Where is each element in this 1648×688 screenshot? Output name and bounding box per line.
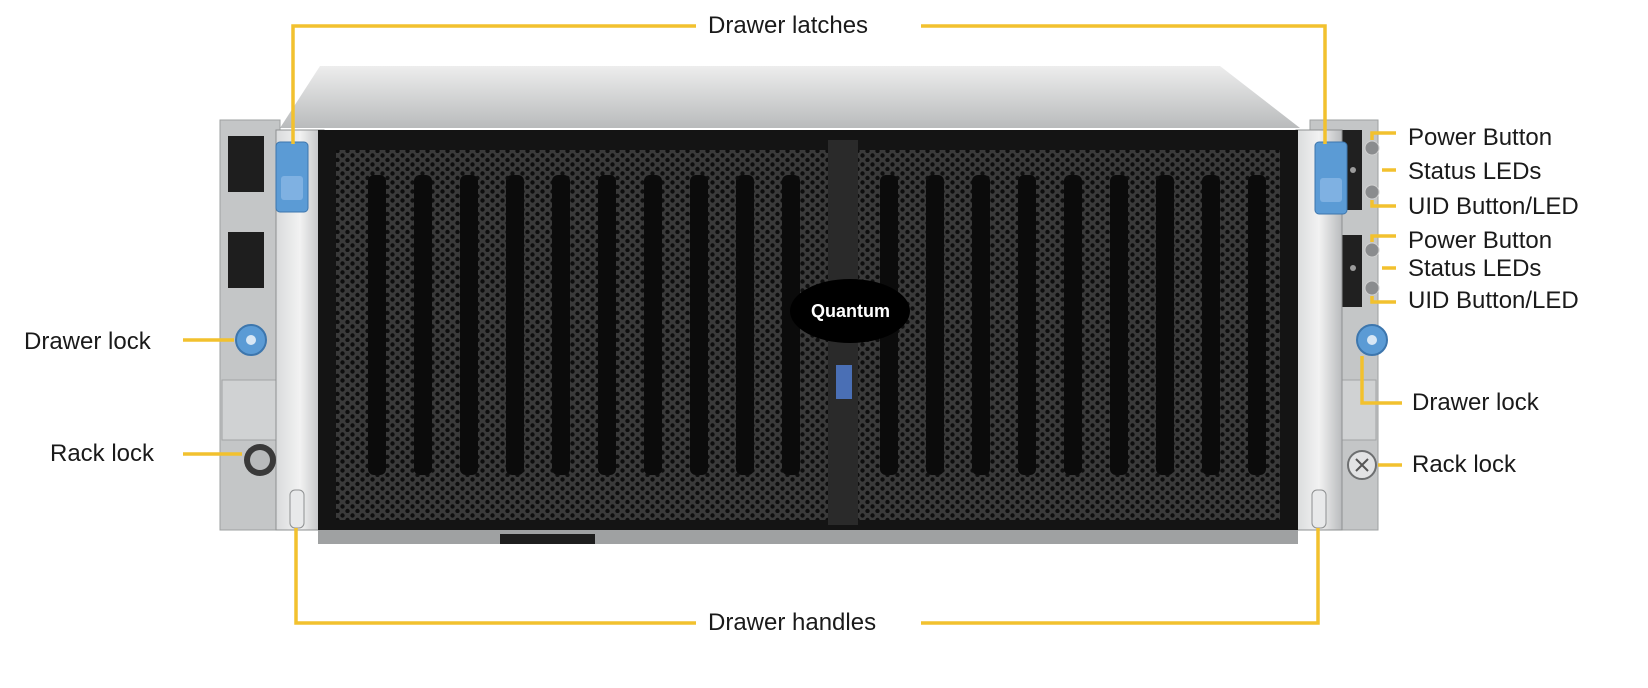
callout-node2-uid-button: UID Button/LED	[1408, 287, 1579, 314]
callout-drawer-latches: Drawer latches	[708, 12, 869, 39]
callout-node1-uid-button: UID Button/LED	[1408, 193, 1579, 220]
callout-drawer-handles: Drawer handles	[708, 609, 877, 636]
node2-power-button[interactable]	[1364, 242, 1380, 258]
node2-uid-button[interactable]	[1364, 280, 1380, 296]
drawer-latch-right[interactable]	[1314, 141, 1348, 215]
rack-lock-left[interactable]	[244, 444, 276, 476]
drive-bays	[368, 175, 1266, 475]
brand-logo-text: Quantum	[811, 301, 890, 321]
callout-node1-status-leds: Status LEDs	[1408, 158, 1542, 185]
callout-node2-status-leds: Status LEDs	[1408, 255, 1542, 282]
rack-lock-right[interactable]	[1347, 450, 1377, 480]
drawer-latch-left[interactable]	[275, 141, 309, 213]
leader-lines	[183, 24, 1402, 625]
callout-node2-power-button: Power Button	[1408, 227, 1553, 254]
callout-rack-lock-left: Rack lock	[50, 440, 155, 467]
node1-controls	[1350, 140, 1380, 200]
drawer-handle-right[interactable]	[1311, 489, 1327, 529]
node2-status-leds	[1350, 265, 1356, 271]
callout-node1-power-button: Power Button	[1408, 124, 1553, 151]
drawer-lock-left[interactable]	[235, 324, 267, 356]
callout-drawer-lock-right: Drawer lock	[1412, 389, 1539, 416]
node2-controls	[1350, 242, 1380, 296]
drawer-handle-left[interactable]	[289, 489, 305, 529]
left-ear	[219, 119, 281, 531]
chassis-bottom	[318, 530, 1298, 544]
node1-power-button[interactable]	[1364, 140, 1380, 156]
callout-drawer-lock-left: Drawer lock	[24, 328, 151, 355]
brand-logo-badge	[790, 279, 910, 343]
drawer-lock-right[interactable]	[1356, 324, 1388, 356]
node1-status-leds	[1350, 167, 1356, 173]
node1-uid-button[interactable]	[1364, 184, 1380, 200]
callout-rack-lock-right: Rack lock	[1412, 451, 1517, 478]
chassis-top	[280, 66, 1300, 128]
